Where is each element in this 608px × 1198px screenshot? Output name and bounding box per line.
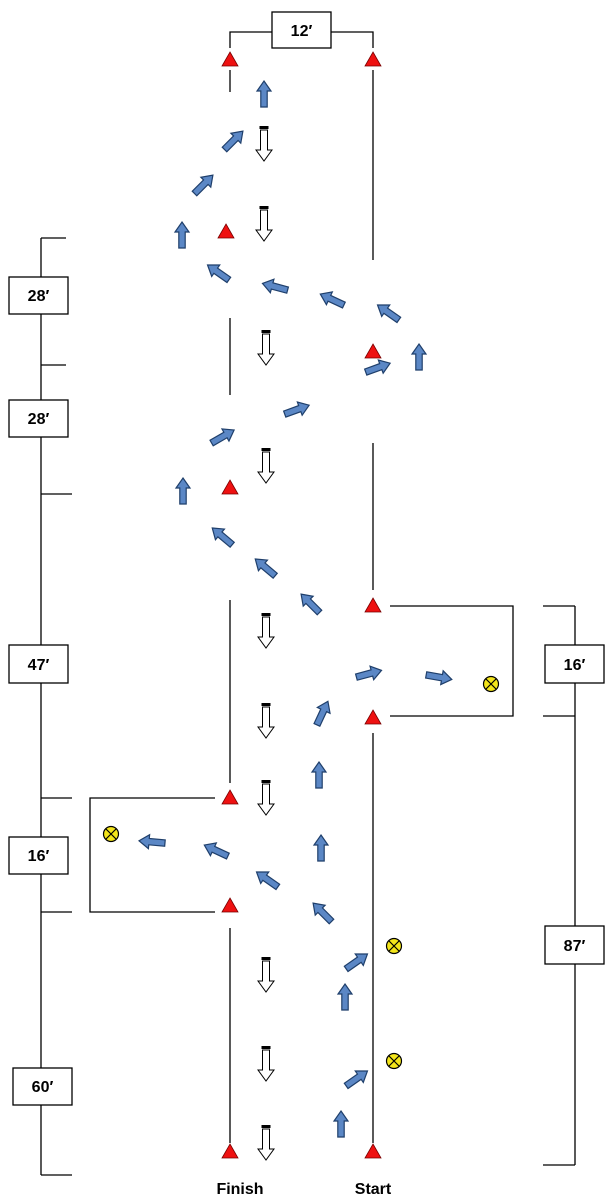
markers xyxy=(102,675,500,1070)
blue-arrow-icon xyxy=(174,221,190,249)
blue-arrow-icon xyxy=(311,761,327,789)
blue-arrow-icon xyxy=(137,833,167,851)
red-triangle-cone-icon xyxy=(364,51,382,67)
blue-arrow-icon xyxy=(313,834,329,862)
blue-arrow-icon xyxy=(362,356,394,380)
white-down-arrow-icon xyxy=(257,1124,275,1161)
blue-arrow-icon xyxy=(202,258,234,287)
blue-arrow-icon xyxy=(207,522,238,551)
blue-arrow-icon xyxy=(341,947,373,976)
top-width-label: 12′ xyxy=(291,23,313,40)
blue-arrow-icon xyxy=(260,276,291,298)
right-dim-label-2: 87′ xyxy=(564,938,586,955)
blue-arrow-icon xyxy=(316,287,348,313)
red-triangle-cone-icon xyxy=(221,789,239,805)
red-triangle-cone-icon xyxy=(221,479,239,495)
left-dim-label-3: 47′ xyxy=(28,657,50,674)
white-down-arrow-icon xyxy=(257,1045,275,1082)
left-dim-label-4: 16′ xyxy=(28,848,50,865)
blue-arrow-icon xyxy=(341,1064,373,1093)
white-down-arrow-icon xyxy=(257,779,275,816)
left-dim-label-2: 28′ xyxy=(28,411,50,428)
finish-label: Finish xyxy=(216,1181,263,1198)
start-label: Start xyxy=(355,1181,392,1198)
blue-arrow-icon xyxy=(256,80,272,108)
blue-arrow-icon xyxy=(175,477,191,505)
blue-arrow-icon xyxy=(307,897,338,928)
white-down-arrow-icon xyxy=(255,125,273,162)
cones xyxy=(217,51,382,1159)
white-down-arrow-icon xyxy=(257,447,275,484)
blue-arrow-icon xyxy=(295,588,326,619)
white-down-arrow-icon xyxy=(257,612,275,649)
red-triangle-cone-icon xyxy=(364,343,382,359)
blue-arrow-icon xyxy=(188,169,219,200)
blue-arrow-icon xyxy=(309,697,335,729)
direction-arrows xyxy=(137,80,454,1138)
blue-arrow-icon xyxy=(281,398,313,422)
red-triangle-cone-icon xyxy=(221,51,239,67)
lane-lines xyxy=(40,31,576,1176)
white-down-arrow-icon xyxy=(255,205,273,242)
blue-arrow-icon xyxy=(251,865,283,894)
yellow-x-marker-icon xyxy=(385,1052,403,1070)
red-triangle-cone-icon xyxy=(221,1143,239,1159)
white-down-arrow-icon xyxy=(257,702,275,739)
blue-arrow-icon xyxy=(411,343,427,371)
blue-arrow-icon xyxy=(207,423,239,450)
red-triangle-cone-icon xyxy=(217,223,235,239)
red-triangle-cone-icon xyxy=(364,1143,382,1159)
blue-arrow-icon xyxy=(424,667,454,687)
red-triangle-cone-icon xyxy=(364,597,382,613)
blue-arrow-icon xyxy=(200,838,232,864)
yellow-x-marker-icon xyxy=(385,937,403,955)
dimension-boxes xyxy=(8,11,605,1106)
left-dim-label-1: 28′ xyxy=(28,288,50,305)
white-down-arrow-icon xyxy=(257,329,275,366)
red-triangle-cone-icon xyxy=(221,897,239,913)
white-down-arrow-icon xyxy=(257,956,275,993)
right-dim-label-1: 16′ xyxy=(564,657,586,674)
yellow-x-marker-icon xyxy=(102,825,120,843)
blue-arrow-icon xyxy=(372,298,404,327)
blue-arrow-icon xyxy=(353,663,384,685)
yellow-x-marker-icon xyxy=(482,675,500,693)
blue-arrow-icon xyxy=(333,1110,349,1138)
blue-arrow-icon xyxy=(218,125,249,156)
blue-arrow-icon xyxy=(337,983,353,1011)
blue-arrow-icon xyxy=(250,553,281,582)
red-triangle-cone-icon xyxy=(364,709,382,725)
left-dim-label-5: 60′ xyxy=(32,1079,54,1096)
